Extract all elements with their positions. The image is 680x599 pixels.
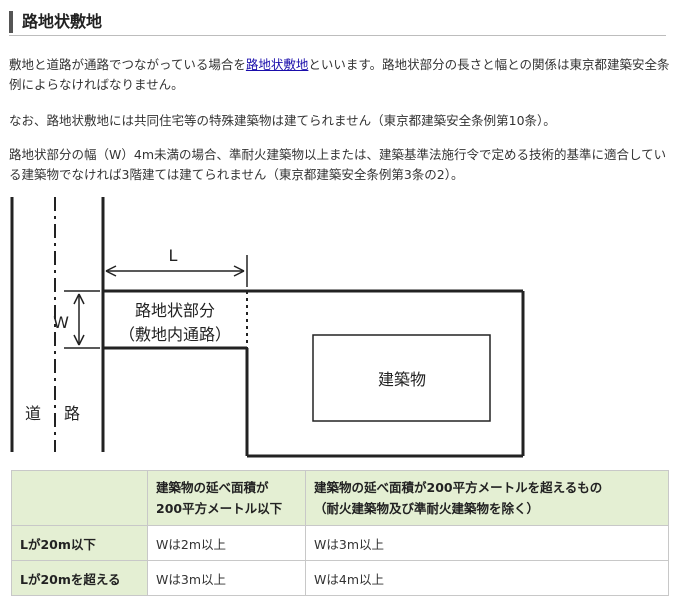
alley-requirements-table: 建築物の延べ面積が 200平方メートル以下 建築物の延べ面積が200平方メートル… (11, 470, 669, 596)
alley-site-link[interactable]: 路地状敷地 (245, 57, 309, 72)
table-cell: Wは3m以上 (147, 560, 306, 596)
table-cell: Wは4m以上 (305, 560, 669, 596)
length-label: L (169, 246, 178, 265)
building-rect (312, 334, 491, 422)
table-header-small-area: 建築物の延べ面積が 200平方メートル以下 (147, 470, 306, 526)
table-cell: Wは2m以上 (147, 525, 306, 561)
table-row: Lが20m以下 Wは2m以上 Wは3m以上 (11, 525, 669, 561)
section-heading: 路地状敷地 (9, 9, 666, 36)
intro-text-before: 敷地と道路が通路でつながっている場合を (9, 57, 246, 72)
row-label: Lが20mを超える (11, 560, 148, 596)
table-header-row: 建築物の延べ面積が 200平方メートル以下 建築物の延べ面積が200平方メートル… (11, 470, 669, 526)
intro-paragraph: 敷地と道路が通路でつながっている場合を路地状敷地といいます。路地状部分の長さと幅… (9, 55, 671, 95)
width-label: W (53, 313, 69, 332)
table-header-large-area: 建築物の延べ面積が200平方メートルを超えるもの （耐火建築物及び準耐火建築物を… (305, 470, 669, 526)
building-label: 建築物 (378, 370, 426, 389)
l-arrow-left-icon (105, 265, 117, 277)
table-row: Lが20mを超える Wは3m以上 Wは4m以上 (11, 560, 669, 596)
w-arrow-up-icon (73, 293, 85, 305)
special-building-paragraph: なお、路地状敷地には共同住宅等の特殊建築物は建てられません（東京都建築安全条例第… (9, 113, 556, 128)
row-label: Lが20m以下 (11, 525, 148, 561)
road-label-1: 道 (25, 404, 41, 423)
width-rule-paragraph: 路地状部分の幅（W）4m未満の場合、準耐火建築物以上または、建築基準法施行令で定… (9, 147, 667, 182)
table-cell: Wは3m以上 (305, 525, 669, 561)
heading-accent-bar (9, 11, 13, 33)
road-label-2: 路 (64, 404, 80, 423)
l-arrow-right-icon (233, 265, 245, 277)
w-arrow-down-icon (73, 334, 85, 346)
alley-label-line2: （敷地内通路） (119, 325, 231, 344)
table-header-corner (11, 470, 148, 526)
intro-text-after: といいます。路地状部分の長さと幅との関係は東京都建築安全条例によらなければなりま… (9, 57, 670, 92)
alley-site-diagram: L W 路地状部分 （敷地内通路） 建築物 道 路 (10, 197, 525, 458)
alley-label-line1: 路地状部分 (135, 301, 215, 320)
page-title: 路地状敷地 (22, 12, 103, 31)
